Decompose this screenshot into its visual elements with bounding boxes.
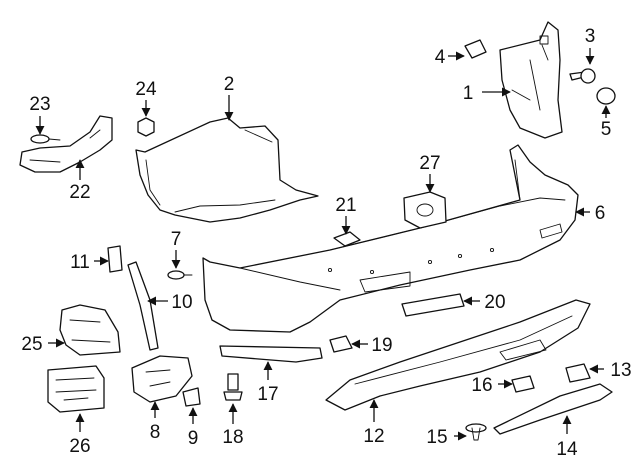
part-17-strip[interactable] <box>219 345 323 363</box>
callout-24[interactable]: 24 <box>135 79 157 100</box>
callout-9[interactable]: 9 <box>188 428 199 449</box>
part-13-clip[interactable] <box>565 363 591 383</box>
callout-3[interactable]: 3 <box>585 26 596 47</box>
part-9-clip[interactable] <box>182 387 201 407</box>
part-24-nut[interactable] <box>137 117 155 137</box>
leader-lines <box>35 48 611 441</box>
part-23-screw[interactable] <box>30 134 61 144</box>
part-20-reflector[interactable] <box>401 293 465 317</box>
callout-13[interactable]: 13 <box>610 360 631 381</box>
part-5-plug[interactable] <box>596 87 616 105</box>
callout-17[interactable]: 17 <box>257 384 278 405</box>
callout-20[interactable]: 20 <box>484 292 505 313</box>
part-16-clip[interactable] <box>511 375 535 393</box>
callout-14[interactable]: 14 <box>556 439 578 460</box>
part-18-bolt[interactable] <box>223 373 243 401</box>
part-25-bracket[interactable] <box>59 304 121 356</box>
callout-2[interactable]: 2 <box>224 74 235 95</box>
part-8-bracket[interactable] <box>131 355 193 403</box>
callout-1[interactable]: 1 <box>463 83 474 104</box>
callout-18[interactable]: 18 <box>222 427 243 448</box>
callout-6[interactable]: 6 <box>595 203 606 224</box>
part-22-bracket[interactable] <box>19 115 113 173</box>
callout-10[interactable]: 10 <box>171 292 192 313</box>
part-10-strip[interactable] <box>127 261 159 351</box>
part-12-valance[interactable] <box>325 299 591 411</box>
part-2-wheel-liner[interactable] <box>135 117 319 223</box>
part-11-clip[interactable] <box>107 245 123 273</box>
callout-11[interactable]: 11 <box>70 252 90 273</box>
part-15-pin[interactable] <box>465 423 487 441</box>
callout-5[interactable]: 5 <box>601 119 612 140</box>
callout-26[interactable]: 26 <box>69 436 90 457</box>
part-1-bracket[interactable] <box>499 21 563 139</box>
callout-4[interactable]: 4 <box>435 47 446 68</box>
callout-16[interactable]: 16 <box>471 375 492 396</box>
part-3-bolt[interactable] <box>569 68 596 84</box>
part-4-clip[interactable] <box>464 39 487 59</box>
callout-7[interactable]: 7 <box>171 229 182 250</box>
callout-22[interactable]: 22 <box>69 182 90 203</box>
part-14-trim[interactable] <box>493 383 613 435</box>
callout-8[interactable]: 8 <box>150 422 161 443</box>
callout-27[interactable]: 27 <box>419 153 440 174</box>
callout-23[interactable]: 23 <box>29 94 50 115</box>
part-19-clip[interactable] <box>329 335 353 353</box>
part-26-panel[interactable] <box>47 365 105 413</box>
callout-12[interactable]: 12 <box>363 426 384 447</box>
part-7-screw[interactable] <box>167 270 193 280</box>
callout-21[interactable]: 21 <box>335 195 356 216</box>
part-27-sensor[interactable] <box>403 191 447 229</box>
callout-19[interactable]: 19 <box>371 335 392 356</box>
callout-15[interactable]: 15 <box>426 427 447 448</box>
callout-25[interactable]: 25 <box>21 334 42 355</box>
callout-labels: 1 2 3 4 5 6 7 8 9 10 11 12 13 14 15 16 1… <box>21 26 631 460</box>
